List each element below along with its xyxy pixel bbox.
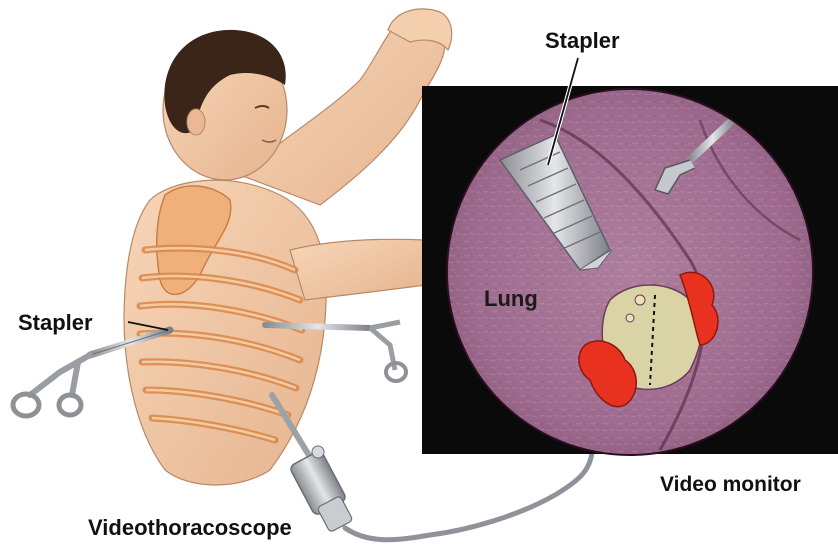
video-monitor: [422, 80, 838, 460]
videothoracoscope-icon: [272, 395, 353, 532]
scope-cable-icon: [345, 452, 592, 540]
video-monitor-label: Video monitor: [660, 474, 801, 495]
videothoracoscope-label: Videothoracoscope: [88, 517, 292, 539]
lowered-arm: [290, 239, 425, 300]
stapler-top-label: Stapler: [545, 30, 620, 52]
stapler-left-label: Stapler: [18, 312, 93, 334]
ear: [187, 109, 205, 135]
lung-label: Lung: [484, 288, 538, 310]
patient-figure: [124, 9, 452, 485]
